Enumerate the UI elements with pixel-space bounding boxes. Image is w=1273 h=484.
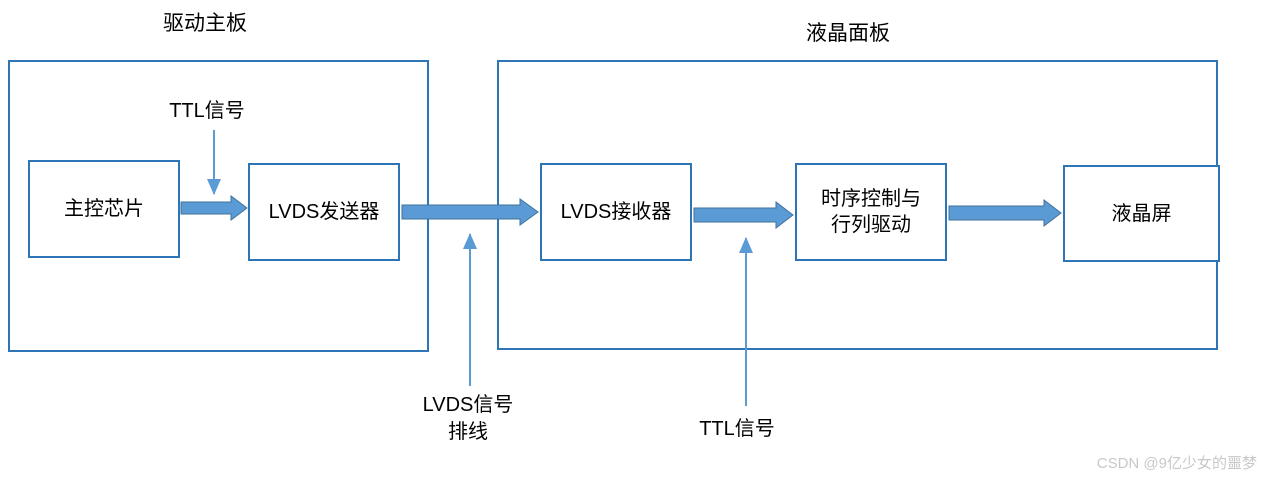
annotation-lvds-cable: LVDS信号 排线 xyxy=(422,394,514,443)
group-title-driver-board: 驱动主板 xyxy=(163,12,247,35)
group-title-lcd-panel: 液晶面板 xyxy=(806,22,890,45)
node-main-chip-label: 主控芯片 xyxy=(64,198,144,220)
node-lcd-screen-label: 液晶屏 xyxy=(1111,202,1172,225)
node-timing-controller: 时序控制与 行列驱动 xyxy=(795,163,947,261)
node-main-chip: 主控芯片 xyxy=(28,160,180,258)
node-lcd-screen: 液晶屏 xyxy=(1063,165,1220,262)
node-lvds-transmitter-label: LVDS发送器 xyxy=(268,201,380,223)
node-lvds-receiver-label: LVDS接收器 xyxy=(560,201,672,223)
annotation-ttl-signal-left: TTL信号 xyxy=(169,100,245,122)
node-lvds-receiver: LVDS接收器 xyxy=(540,163,692,261)
annotation-ttl-signal-right: TTL信号 xyxy=(699,418,775,440)
node-timing-controller-label: 时序控制与 行列驱动 xyxy=(821,188,921,236)
watermark-text: CSDN @9亿少女的噩梦 xyxy=(1096,455,1257,472)
node-lvds-transmitter: LVDS发送器 xyxy=(248,163,400,261)
